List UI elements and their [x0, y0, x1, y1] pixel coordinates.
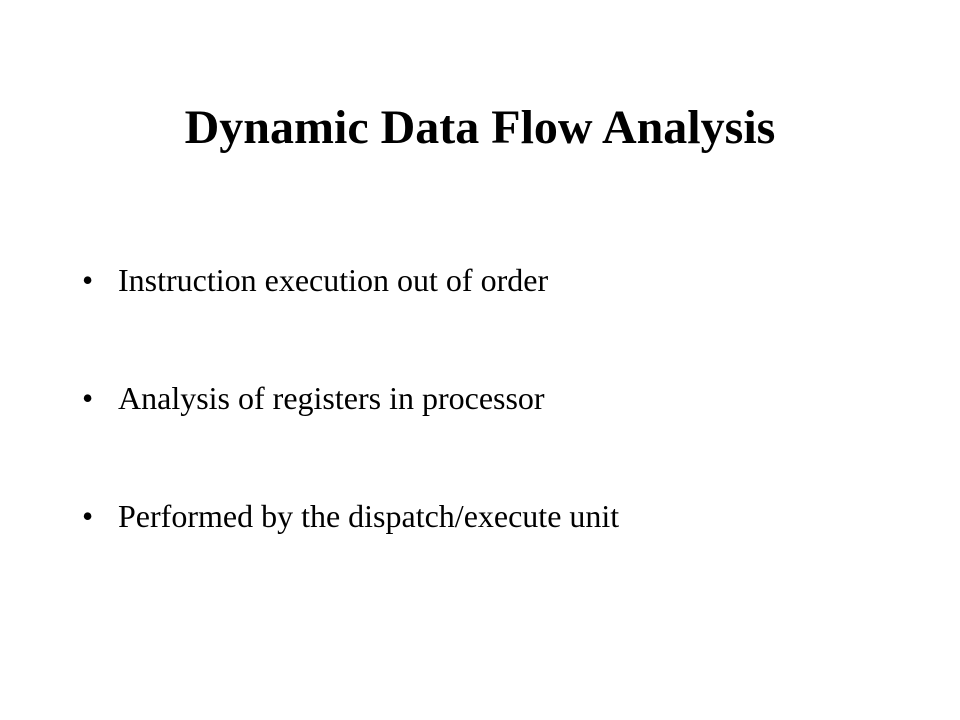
- bullet-item-register-analysis: • Analysis of registers in processor: [82, 374, 922, 422]
- slide-title: Dynamic Data Flow Analysis: [184, 101, 776, 154]
- bullet-text: Analysis of registers in processor: [118, 380, 545, 416]
- bullet-icon: •: [82, 498, 94, 534]
- bullet-list: • Instruction execution out of order • A…: [82, 256, 922, 540]
- bullet-item-dispatch-execute: • Performed by the dispatch/execute unit: [82, 492, 922, 540]
- bullet-item-instruction-execution: • Instruction execution out of order: [82, 256, 922, 304]
- bullet-icon: •: [82, 380, 94, 416]
- bullet-text: Instruction execution out of order: [118, 262, 549, 298]
- bullet-text: Performed by the dispatch/execute unit: [118, 498, 620, 534]
- bullet-icon: •: [82, 262, 94, 298]
